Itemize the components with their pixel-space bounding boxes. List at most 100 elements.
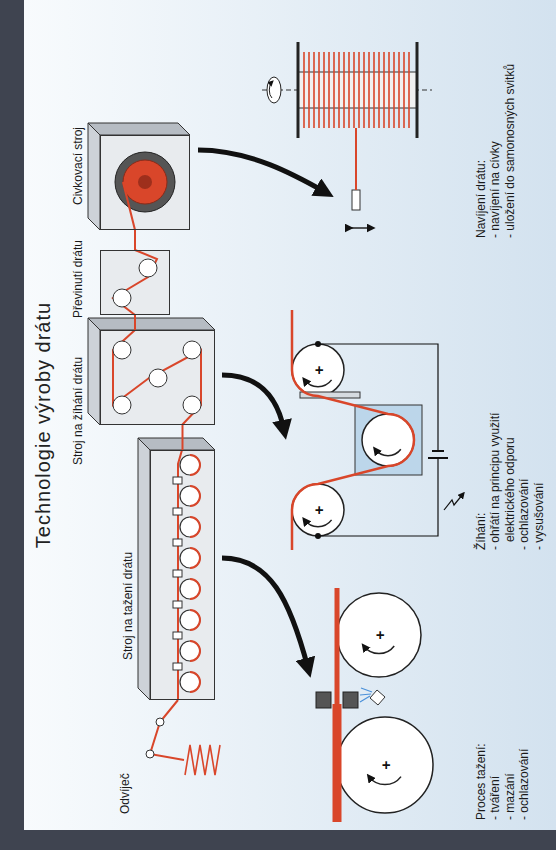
list-item: - ochlazování [517,350,531,550]
box-front [100,250,170,315]
winding [338,52,340,128]
roller [180,517,200,537]
box-side [88,123,190,135]
wire-wrap [190,455,200,475]
box-front [100,135,190,230]
die [316,692,331,708]
machine-label: Stroj na tažení drátu [121,552,135,660]
machine-label: Převinutí drátu [71,240,85,318]
wire-wrap [190,548,200,568]
winding [328,52,330,128]
winding [358,52,360,128]
list-item: - mazání [503,590,517,820]
pulley [146,750,154,758]
wire-coil [185,745,220,775]
wire-wrap [190,672,200,692]
generated-parts [173,380,401,785]
wire [150,700,184,760]
polarity-sign: + [372,631,387,640]
traverse-arrow [350,227,372,229]
die [173,477,182,484]
pulley [156,718,164,726]
winding [378,52,380,128]
winding [368,52,370,128]
polarity-sign: + [378,761,393,770]
rotation-arrow [375,449,401,455]
nozzle [370,690,385,705]
rotation-arrow [369,777,401,785]
die [173,570,182,577]
roller [180,610,200,630]
list-item: - ochlazování [517,590,531,820]
die [173,539,182,546]
die [173,508,182,515]
rotation-arrow [364,646,394,654]
roller [180,641,200,661]
wire-wrap [190,579,200,599]
box-top [88,123,100,230]
winding [408,52,410,128]
wire-wrap [190,610,200,630]
rotation-arrow [304,520,331,527]
winding [348,52,350,128]
machine-box: Převinutí drátu [100,250,170,315]
winding [403,52,405,128]
wire [113,250,157,315]
box-front [100,330,215,425]
slide-title: Technologie výroby drátu [32,0,55,850]
machine-label: Stroj na žíhání drátu [71,357,85,465]
wire-thin [335,588,340,704]
roller [183,396,201,414]
machine-label: Civkovací stroj [71,127,85,205]
winding [318,52,320,128]
list-item: - navíjení na cívky [488,58,502,238]
roller [180,548,200,568]
detail-arrow [222,558,308,668]
drum [123,160,167,204]
list-heading: Žíhání: [474,350,488,550]
roller [180,455,200,475]
list-item: - tváření [488,590,502,820]
lightning-symbol [444,494,463,510]
list-item: - ohřátí na principu využití elektrickéh… [488,350,517,550]
list-block: Proces tažení:- tváření- mazání- ochlazo… [474,590,532,820]
polarity-sign: + [311,366,326,375]
rotation-arrow [269,82,272,98]
list-heading: Navíjení drátu: [474,58,488,238]
machine-box: Civkovací stroj [100,135,190,230]
roller [180,672,200,692]
wire [123,182,135,230]
list-item: - vysušování [532,350,546,550]
wire-connector [134,230,136,250]
box-front [150,450,215,700]
drum-hub [138,175,152,189]
list-item: - uložení do samonosných svitků [503,58,517,238]
wire-wrap [190,641,200,661]
detail-arrow [222,375,284,430]
die [343,692,358,708]
roller [139,259,157,277]
winding [323,52,325,128]
list-heading: Proces tažení: [474,590,488,820]
circuit [318,344,438,536]
winding [343,52,345,128]
winding [398,52,400,128]
machine-box: Stroj na žíhání drátu [100,330,215,425]
wire [292,310,414,550]
box-side [88,318,215,330]
machine-box: Stroj na tažení drátu [150,450,215,700]
wire-thick [333,704,342,822]
contact-dot [315,341,321,347]
roller [113,341,131,359]
bath [355,405,422,475]
flange [416,42,419,138]
winding [313,52,315,128]
rotation-arrow [304,380,331,387]
flange [297,42,300,138]
list-block: Navíjení drátu:- navíjení na cívky- ulož… [474,58,517,238]
winding [388,52,390,128]
coil [304,52,409,128]
